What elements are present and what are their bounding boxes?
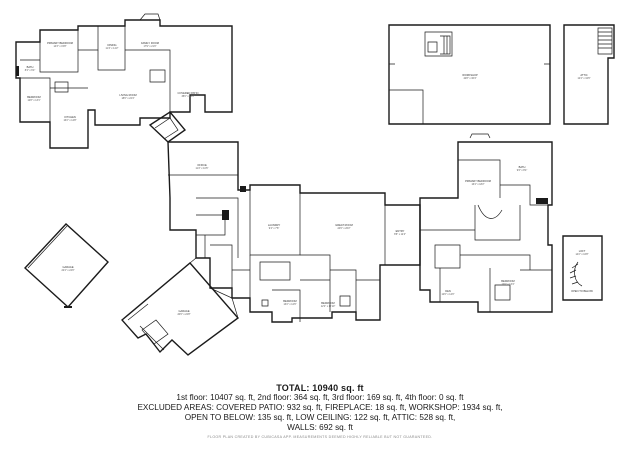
room-label: BEDROOM 12'4" x 12'10" [321,301,336,308]
room-name: WORKSHOP [462,73,478,77]
building-garage-left [24,223,109,308]
room-label: BEDROOM 13'2" x 12'6" [283,299,296,306]
room-labels: PRIMARY BEDROOM 14'3" x 15'8" DINING 11'… [25,41,594,316]
room-dims: 11'4" x 14'2" [106,47,119,50]
room-dims: 16'4" x 18'2" [471,183,484,186]
room-label: GARAGE 20'6" x 22'8" [177,309,190,316]
room-label: BEDROOM 12'8" x 13'1" [27,95,40,102]
room-label: BATH 9'6" x 8'4" [517,165,528,172]
room-dims: 20'6" x 22'8" [177,313,190,316]
room-label: KITCHEN 16'2" x 14'8" [63,115,76,122]
room-dims: 13'2" x 12'6" [283,303,296,306]
room-label: OPEN TO BELOW [571,289,593,293]
room-label: ATTIC 12'4" x 34'6" [577,73,590,80]
excluded-areas: EXCLUDED AREAS: COVERED PATIO: 932 sq. f… [137,403,503,412]
wing-connector [148,111,187,143]
room-dims: 22'4" x 24'0" [61,269,74,272]
total-area: TOTAL: 10940 sq. ft [276,383,364,393]
room-name: LOFT [579,249,586,253]
room-name: DEN [445,289,451,293]
room-dims: 9'6" x 8'4" [517,169,528,172]
room-dims: 14'2" x 16'8" [575,253,588,256]
room-dims: 12'6" x 14'0" [441,293,454,296]
room-label: GARAGE 22'4" x 24'0" [61,265,74,272]
room-label: COVERED PATIO 38'0" x 16'6" [178,91,199,98]
floor-areas: 1st floor: 10407 sq. ft, 2nd floor: 364 … [176,393,464,402]
building-attic [563,24,615,125]
room-name: BEDROOM [321,301,334,305]
room-dims: 18'6" x 22'4" [121,97,134,100]
room-name: BEDROOM [283,299,296,303]
room-name: FAMILY ROOM [141,41,159,45]
room-dims: 11'2" x 10'6" [196,167,209,170]
floor-plan: PRIMARY BEDROOM 14'3" x 15'8" DINING 11'… [15,13,615,356]
room-name: PRIMARY BEDROOM [47,41,73,45]
room-label: LIVING ROOM 18'6" x 22'4" [119,93,136,100]
room-name: DINING [107,43,116,47]
room-name: KITCHEN [64,115,76,119]
area-summary: TOTAL: 10940 sq. ft 1st floor: 10407 sq.… [0,383,640,433]
room-label: BATH 8'2" x 6'4" [25,65,36,72]
room-dims: 17'9" x 21'0" [143,45,156,48]
walls-area: WALLS: 692 sq. ft [287,423,353,432]
wing-right [419,133,553,313]
room-label: FAMILY ROOM 17'9" x 21'0" [141,41,159,48]
room-name: GARAGE [62,265,73,269]
floor-plan-drawing: PRIMARY BEDROOM 14'3" x 15'8" DINING 11'… [15,13,615,356]
room-name: PRIMARY BEDROOM [465,179,491,183]
room-dims: 12'4" x 34'6" [577,77,590,80]
room-label: ENTRY 8'6" x 12'4" [394,229,406,236]
room-name: ENTRY [396,229,405,233]
room-dims: 12'4" x 12'10" [321,305,336,308]
building-patio [120,262,240,356]
room-label: LOFT 14'2" x 16'8" [575,249,588,256]
room-name: COVERED PATIO [178,91,199,95]
room-label: DEN 12'6" x 14'0" [441,289,454,296]
room-dims: 42'8" x 36'4" [463,77,476,80]
room-dims: 8'6" x 12'4" [394,233,406,236]
room-name: OPEN TO BELOW [571,289,593,293]
wing-passage [189,257,239,319]
room-label: GREAT ROOM 24'6" x 26'2" [335,223,353,230]
room-name: BATH [27,65,34,69]
wing-upper-left [15,13,233,149]
room-dims: 16'2" x 14'8" [63,119,76,122]
room-label: BEDROOM 12'0" x 13'4" [501,279,514,286]
excluded-areas-continued: OPEN TO BELOW: 135 sq. ft, LOW CEILING: … [184,413,456,422]
room-label: WORKSHOP 42'8" x 36'4" [462,73,478,80]
room-dims: 24'6" x 26'2" [337,227,350,230]
room-label: PRIMARY BEDROOM 14'3" x 15'8" [47,41,73,48]
room-name: GREAT ROOM [335,223,353,227]
room-label: OFFICE 11'2" x 10'6" [196,163,209,170]
room-name: BEDROOM [501,279,514,283]
room-dims: 14'3" x 15'8" [53,45,66,48]
building-workshop [388,24,551,125]
room-name: BATH [519,165,526,169]
room-dims: 8'2" x 6'4" [25,69,36,72]
room-name: LAUNDRY [268,223,281,227]
building-loft [562,235,603,301]
wing-central [167,141,421,323]
room-label: DINING 11'4" x 14'2" [106,43,119,50]
room-label: PRIMARY BEDROOM 16'4" x 18'2" [465,179,491,186]
room-name: GARAGE [178,309,189,313]
room-dims: 12'8" x 13'1" [27,99,40,102]
room-name: ATTIC [580,73,587,77]
room-name: LIVING ROOM [119,93,136,97]
room-name: BEDROOM [27,95,40,99]
room-dims: 38'0" x 16'6" [181,95,194,98]
room-dims: 12'0" x 13'4" [501,283,514,286]
room-label: LAUNDRY 9'4" x 7'8" [268,223,281,230]
room-dims: 9'4" x 7'8" [269,227,280,230]
disclaimer: FLOOR PLAN CREATED BY CUBICASA APP. MEAS… [207,435,433,439]
room-name: OFFICE [197,163,207,167]
